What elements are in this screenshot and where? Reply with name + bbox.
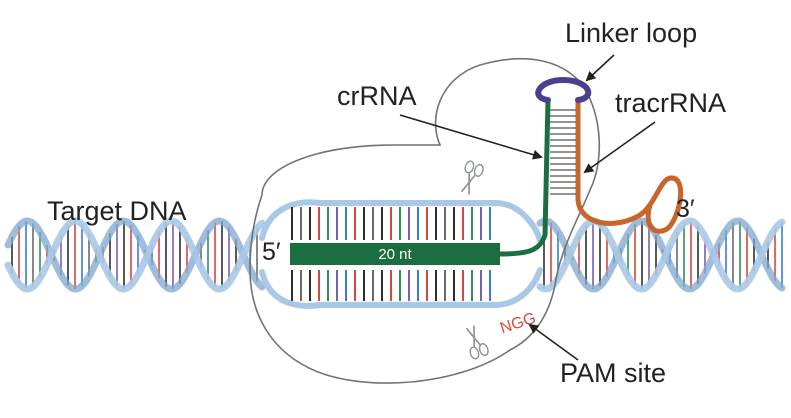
dna-backbone-strand — [536, 217, 786, 293]
dna-backbone-strand — [4, 217, 266, 293]
target-dna-label: Target DNA — [47, 196, 187, 226]
bubble-base-pairs-top — [291, 207, 491, 240]
dna-bubble — [259, 199, 543, 309]
spacer-label: 20 nt — [378, 246, 412, 263]
tracrrna-arrow — [583, 121, 656, 174]
three-prime-label: 3′ — [676, 195, 695, 223]
tracrrna-strand — [575, 97, 684, 234]
target-dna-helix-left — [4, 217, 266, 293]
linker-loop-label: Linker loop — [565, 18, 697, 48]
pam-site-label: PAM site — [560, 358, 666, 388]
bubble-base-pairs-bottom — [291, 270, 491, 301]
linker-loop-arrow — [585, 54, 615, 82]
linker-loop — [535, 76, 592, 103]
stem-base-pairs — [550, 109, 576, 195]
cas9-protein-outline — [249, 58, 601, 384]
five-prime-label: 5′ — [262, 238, 281, 266]
crrna-spacer-bar — [290, 243, 500, 265]
dna-backbone-strand — [536, 217, 786, 293]
crrna-strand — [497, 97, 551, 257]
crrna-arrow — [399, 114, 543, 160]
crrna-label: crRNA — [337, 81, 417, 111]
scissors-icon — [460, 160, 484, 195]
tracrrna-label: tracrRNA — [615, 88, 726, 118]
pam-site-arrow — [528, 323, 579, 361]
scissors-icon — [465, 325, 489, 360]
